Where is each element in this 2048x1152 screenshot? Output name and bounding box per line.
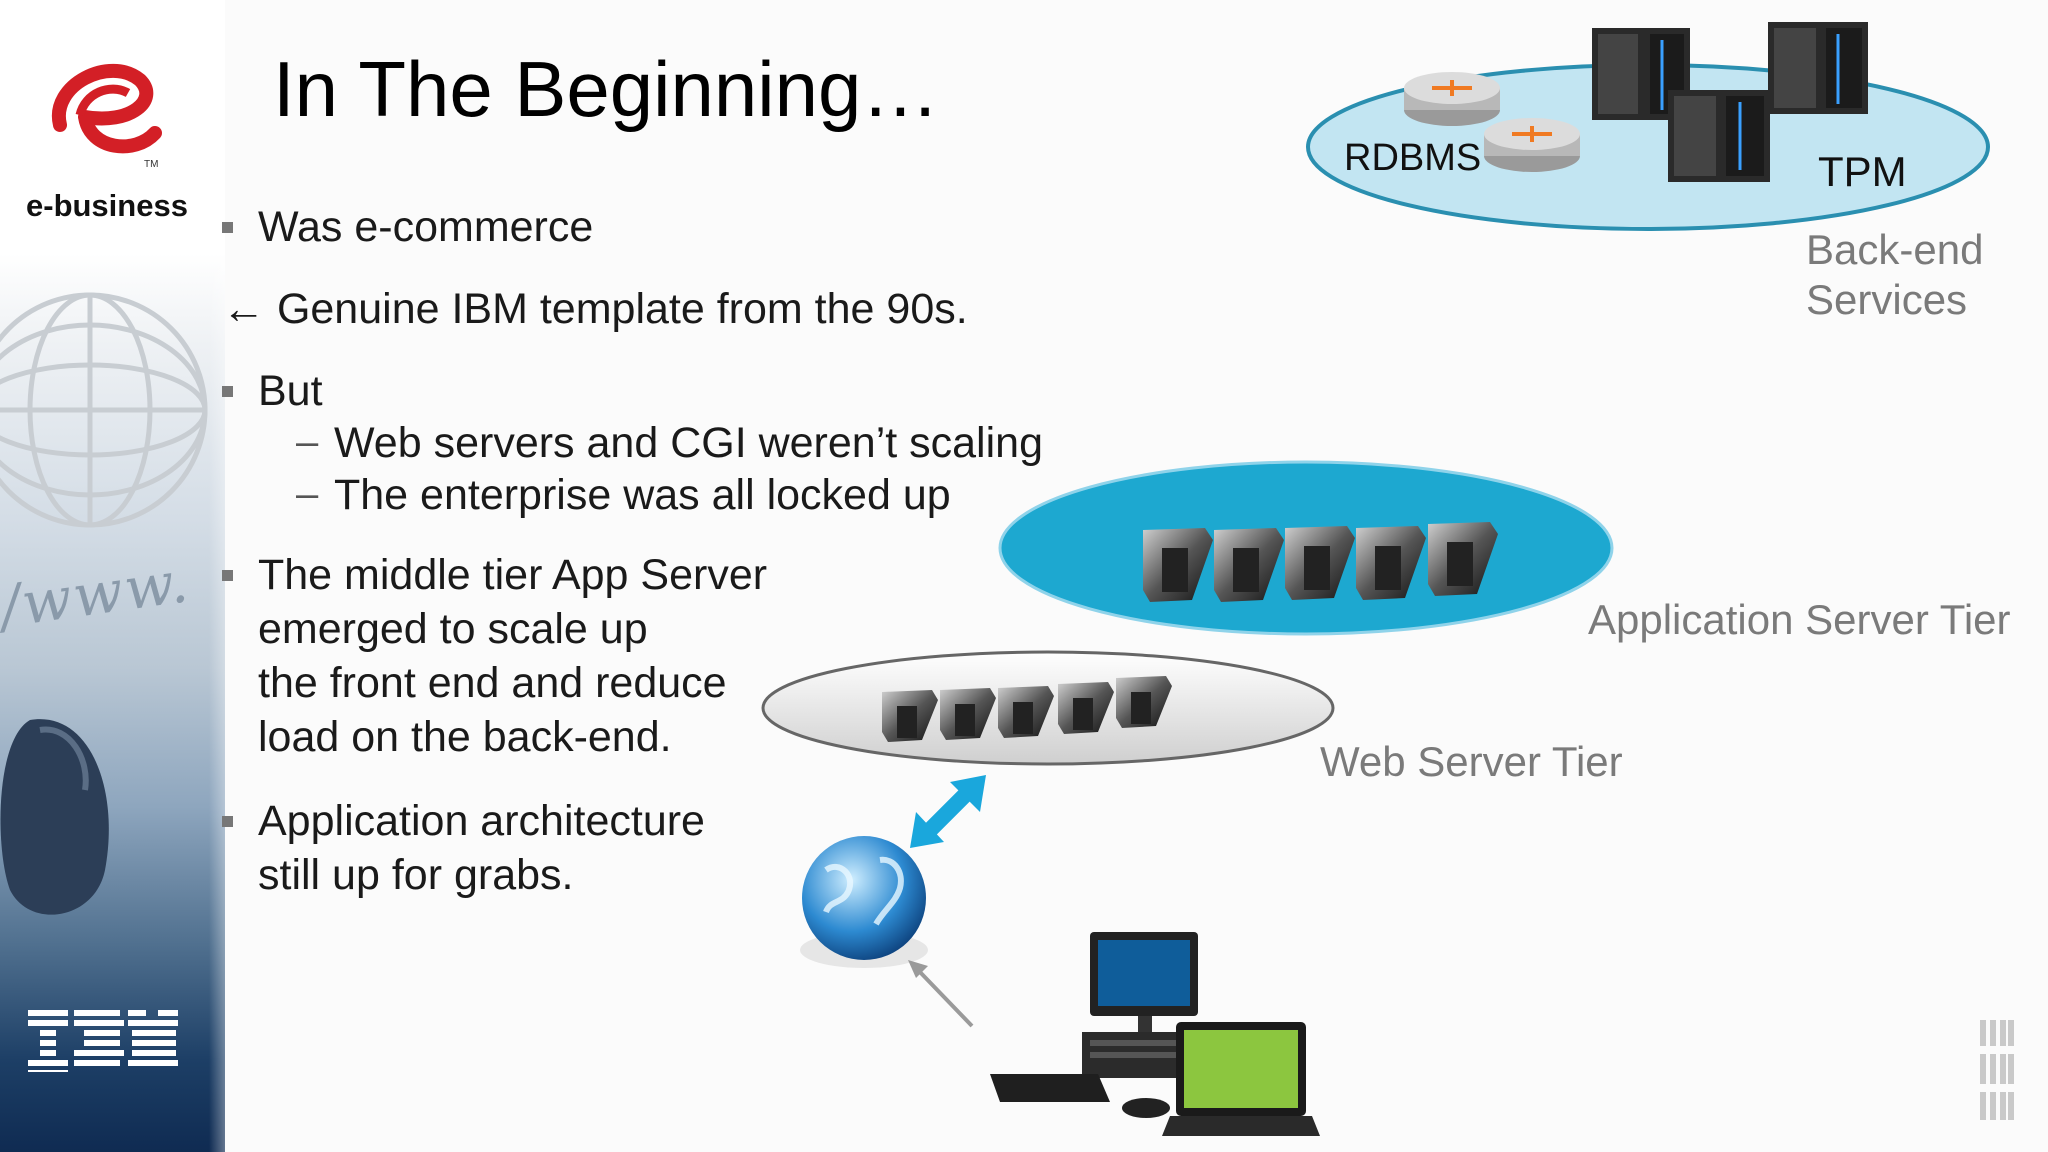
middle-tier-line-1: The middle tier App Server	[258, 551, 768, 599]
database-router-icon	[1484, 118, 1580, 172]
sub-bullet-1: Web servers and CGI weren’t scaling	[334, 419, 1043, 467]
double-arrow-icon	[910, 775, 986, 848]
server-icon	[1058, 682, 1114, 734]
server-icon	[1428, 522, 1498, 596]
desktop-computer-icon	[990, 932, 1202, 1118]
connection-arrow-icon	[908, 960, 974, 1028]
bullet-marker	[222, 222, 233, 233]
bullet-text-3: But	[258, 367, 323, 415]
server-icon	[1356, 526, 1426, 600]
laptop-icon	[1162, 1022, 1320, 1136]
wireframe-globe-icon	[0, 292, 208, 528]
e-business-logo-icon: TM	[51, 63, 162, 170]
arch-line-2: still up for grabs.	[258, 851, 574, 899]
arch-line-1: Application architecture	[258, 797, 705, 845]
internet-globe-icon	[800, 836, 928, 968]
backend-tier: RDBMS TPM	[1306, 22, 1990, 231]
ibm-logo-icon	[28, 1010, 178, 1072]
server-icon	[940, 688, 996, 740]
sidebar-shade	[209, 0, 225, 1152]
ibm-side-logo-icon	[1980, 1020, 2014, 1120]
server-icon	[1214, 528, 1284, 602]
tpm-label: TPM	[1818, 148, 1907, 195]
server-icon	[998, 686, 1054, 738]
middle-tier-line-4: load on the back-end.	[258, 713, 672, 761]
brand-tagline: e-business	[26, 188, 188, 223]
bullet-text-2: ← Genuine IBM template from the 90s.	[222, 285, 968, 333]
sub-bullet-dash: –	[296, 472, 319, 516]
app-server-tier	[998, 460, 1614, 636]
bullet-text-1: Was e-commerce	[258, 203, 594, 251]
middle-tier-line-3: the front end and reduce	[258, 659, 727, 707]
server-icon	[1116, 676, 1172, 728]
sub-bullet-2: The enterprise was all locked up	[334, 471, 951, 519]
backend-tier-label-2: Services	[1806, 276, 1968, 323]
bullet-marker	[222, 386, 233, 397]
bullet-marker	[222, 570, 233, 581]
sub-bullet-dash: –	[296, 420, 319, 464]
middle-tier-line-2: emerged to scale up	[258, 605, 648, 653]
slide-title: In The Beginning…	[273, 45, 940, 133]
server-icon	[1285, 526, 1355, 600]
backend-tier-label-1: Back-end	[1806, 226, 1984, 273]
web-server-tier	[761, 650, 1335, 766]
sidebar-banner: TM e-business /www.	[0, 0, 225, 1152]
computer-mouse-icon	[0, 719, 109, 915]
mainframe-icon	[1668, 90, 1770, 182]
server-icon	[1143, 528, 1213, 602]
app-tier-label: Application Server Tier	[1588, 596, 2011, 643]
database-router-icon	[1404, 72, 1500, 126]
bullet-marker	[222, 816, 233, 827]
server-icon	[882, 690, 938, 742]
web-tier-label: Web Server Tier	[1320, 738, 1623, 785]
mainframe-icon	[1768, 22, 1868, 114]
rdbms-label: RDBMS	[1344, 137, 1481, 179]
svg-text:TM: TM	[144, 159, 158, 170]
